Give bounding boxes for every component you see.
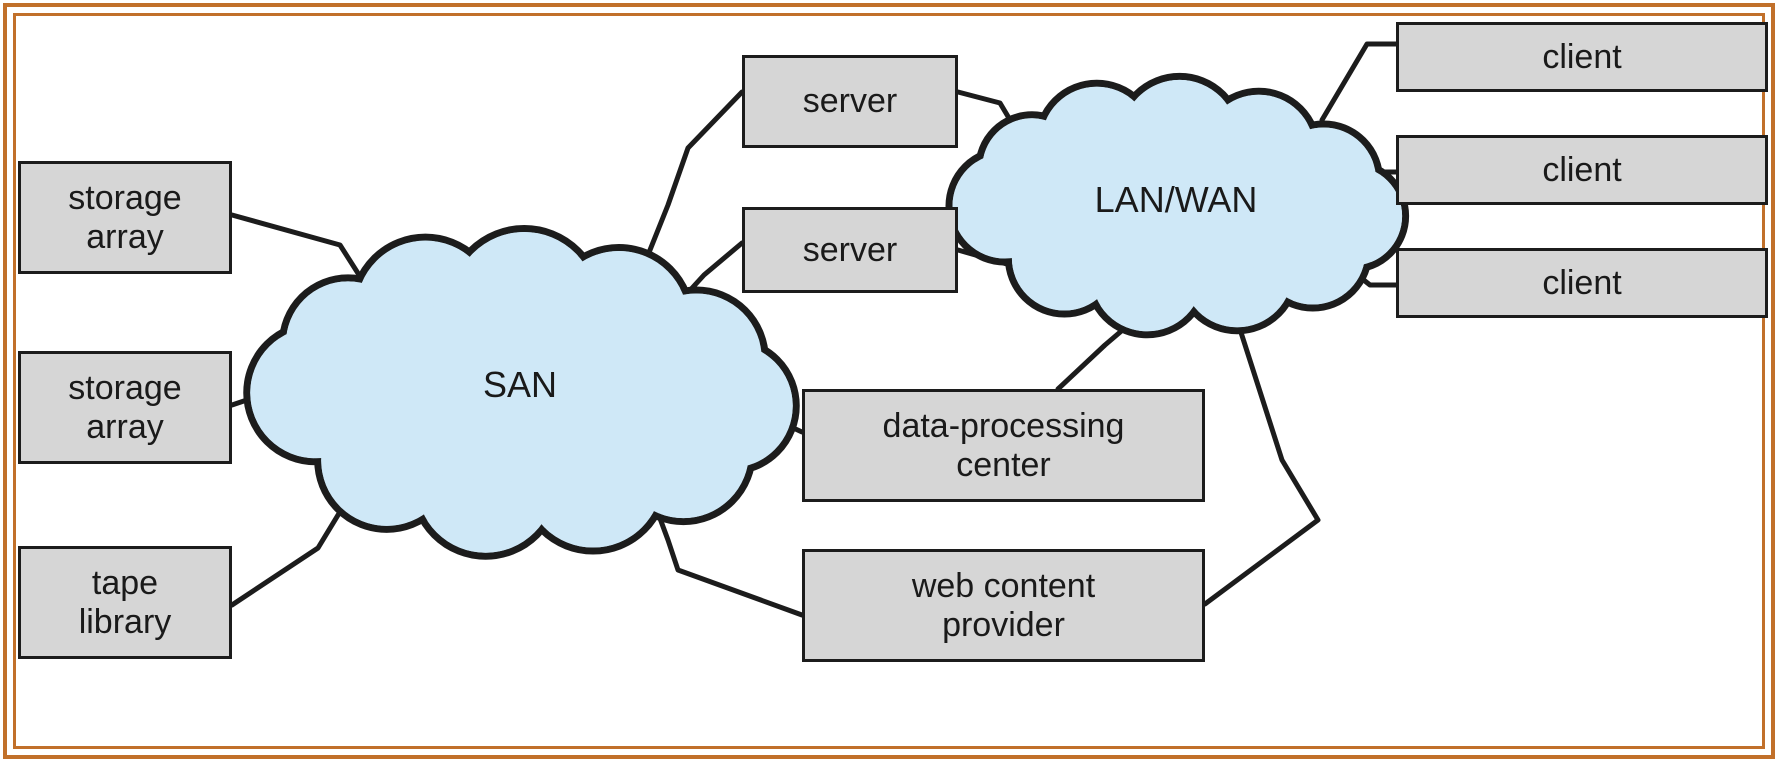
node-box-client-1: client [1396,22,1768,92]
figure-frame-inner [13,13,1765,749]
node-box-web-content-provider: web content provider [802,549,1205,662]
node-box-data-processing-center: data-processing center [802,389,1205,502]
figure-frame-outer [3,3,1775,759]
node-label: storage array [68,179,182,256]
node-box-server-1: server [742,55,958,148]
node-label: tape library [78,564,172,641]
node-box-storage-array-2: storage array [18,351,232,464]
node-box-client-3: client [1396,248,1768,318]
node-label: server [802,230,898,269]
connection-line [1202,289,1321,607]
node-label: server [802,82,898,121]
cloud-lanwan [945,72,1410,339]
node-box-server-2: server [742,207,958,293]
node-label: web content provider [911,567,1096,644]
connection-line [637,89,745,278]
connection-line [652,502,805,618]
node-label: storage array [68,369,182,446]
node-label: client [1542,37,1622,76]
cloud-san [243,225,800,560]
node-label: data-processing center [882,407,1125,484]
connection-line [1319,41,1399,123]
node-box-storage-array-1: storage array [18,161,232,274]
node-label: client [1542,263,1622,302]
node-box-client-2: client [1396,135,1768,205]
node-label: client [1542,150,1622,189]
cloud-shapes-group [243,72,1410,560]
node-box-tape-library: tape library [18,546,232,659]
